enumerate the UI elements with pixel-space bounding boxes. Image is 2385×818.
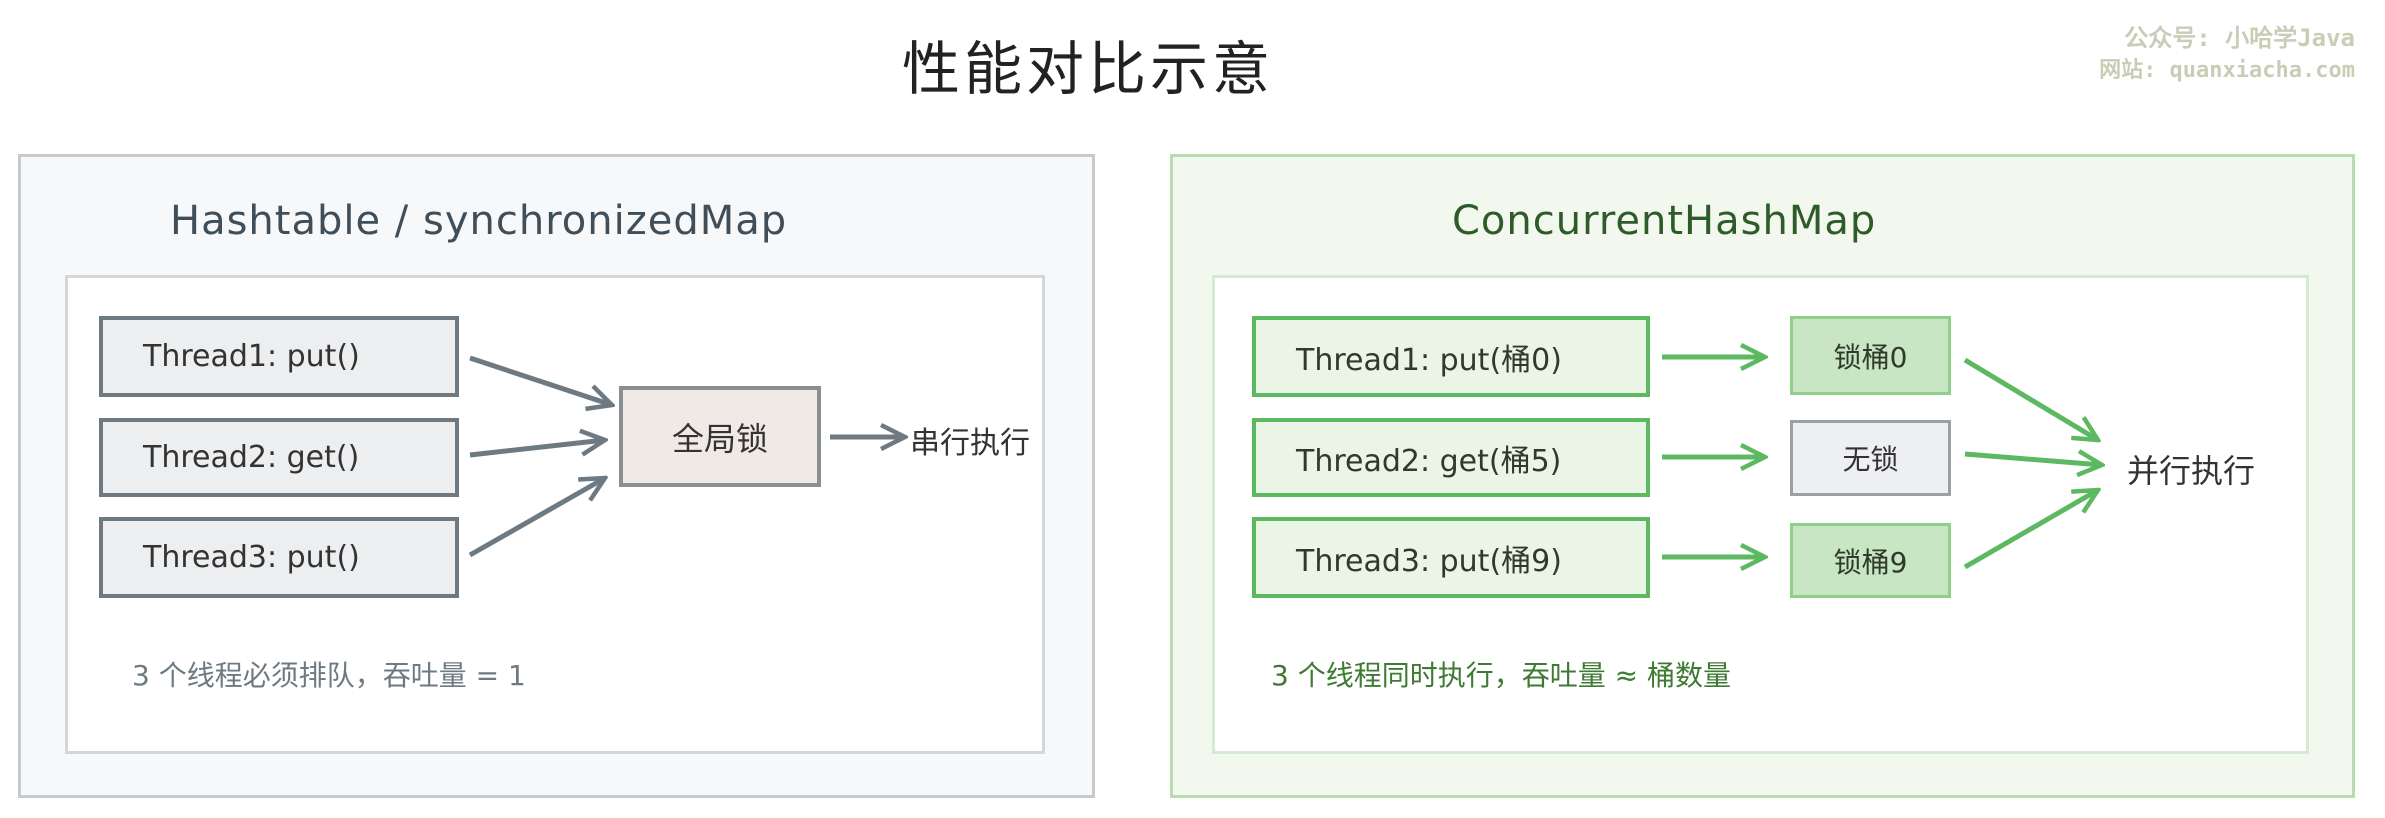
page-title: 性能对比示意 xyxy=(901,35,1274,103)
arrow-icon xyxy=(1963,490,2098,570)
parallel-execution-label: 并行执行 xyxy=(2127,452,2256,490)
no-lock-box: 无锁 xyxy=(1790,420,1951,496)
global-lock-box: 全局锁 xyxy=(619,386,821,487)
arrow-icon xyxy=(469,440,605,458)
arrow-icon xyxy=(1964,454,2102,465)
thread-box: Thread1: put() xyxy=(99,316,459,397)
thread-box: Thread2: get(桶5) xyxy=(1252,418,1650,497)
concurrenthashmap-panel-title: ConcurrentHashMap xyxy=(1452,198,1877,244)
serial-execution-label: 串行执行 xyxy=(910,426,1030,461)
thread-box: Thread3: put(桶9) xyxy=(1252,517,1650,598)
bucket-lock-box: 锁桶0 xyxy=(1790,316,1951,395)
hashtable-footer-note: 3 个线程必须排队，吞吐量 = 1 xyxy=(132,659,526,692)
concurrenthashmap-footer-note: 3 个线程同时执行，吞吐量 ≈ 桶数量 xyxy=(1271,659,1731,692)
thread-box: Thread1: put(桶0) xyxy=(1252,316,1650,397)
arrow-icon xyxy=(468,478,605,558)
hashtable-panel-title: Hashtable / synchronizedMap xyxy=(170,198,788,244)
watermark-line2: 网站: quanxiacha.com xyxy=(2099,58,2355,83)
watermark-line1: 公众号: 小哈学Java xyxy=(2124,24,2355,52)
arrow-icon xyxy=(1963,357,2098,440)
arrow-icon xyxy=(469,355,612,405)
bucket-lock-box: 锁桶9 xyxy=(1790,523,1951,598)
thread-box: Thread2: get() xyxy=(99,418,459,497)
thread-box: Thread3: put() xyxy=(99,517,459,598)
